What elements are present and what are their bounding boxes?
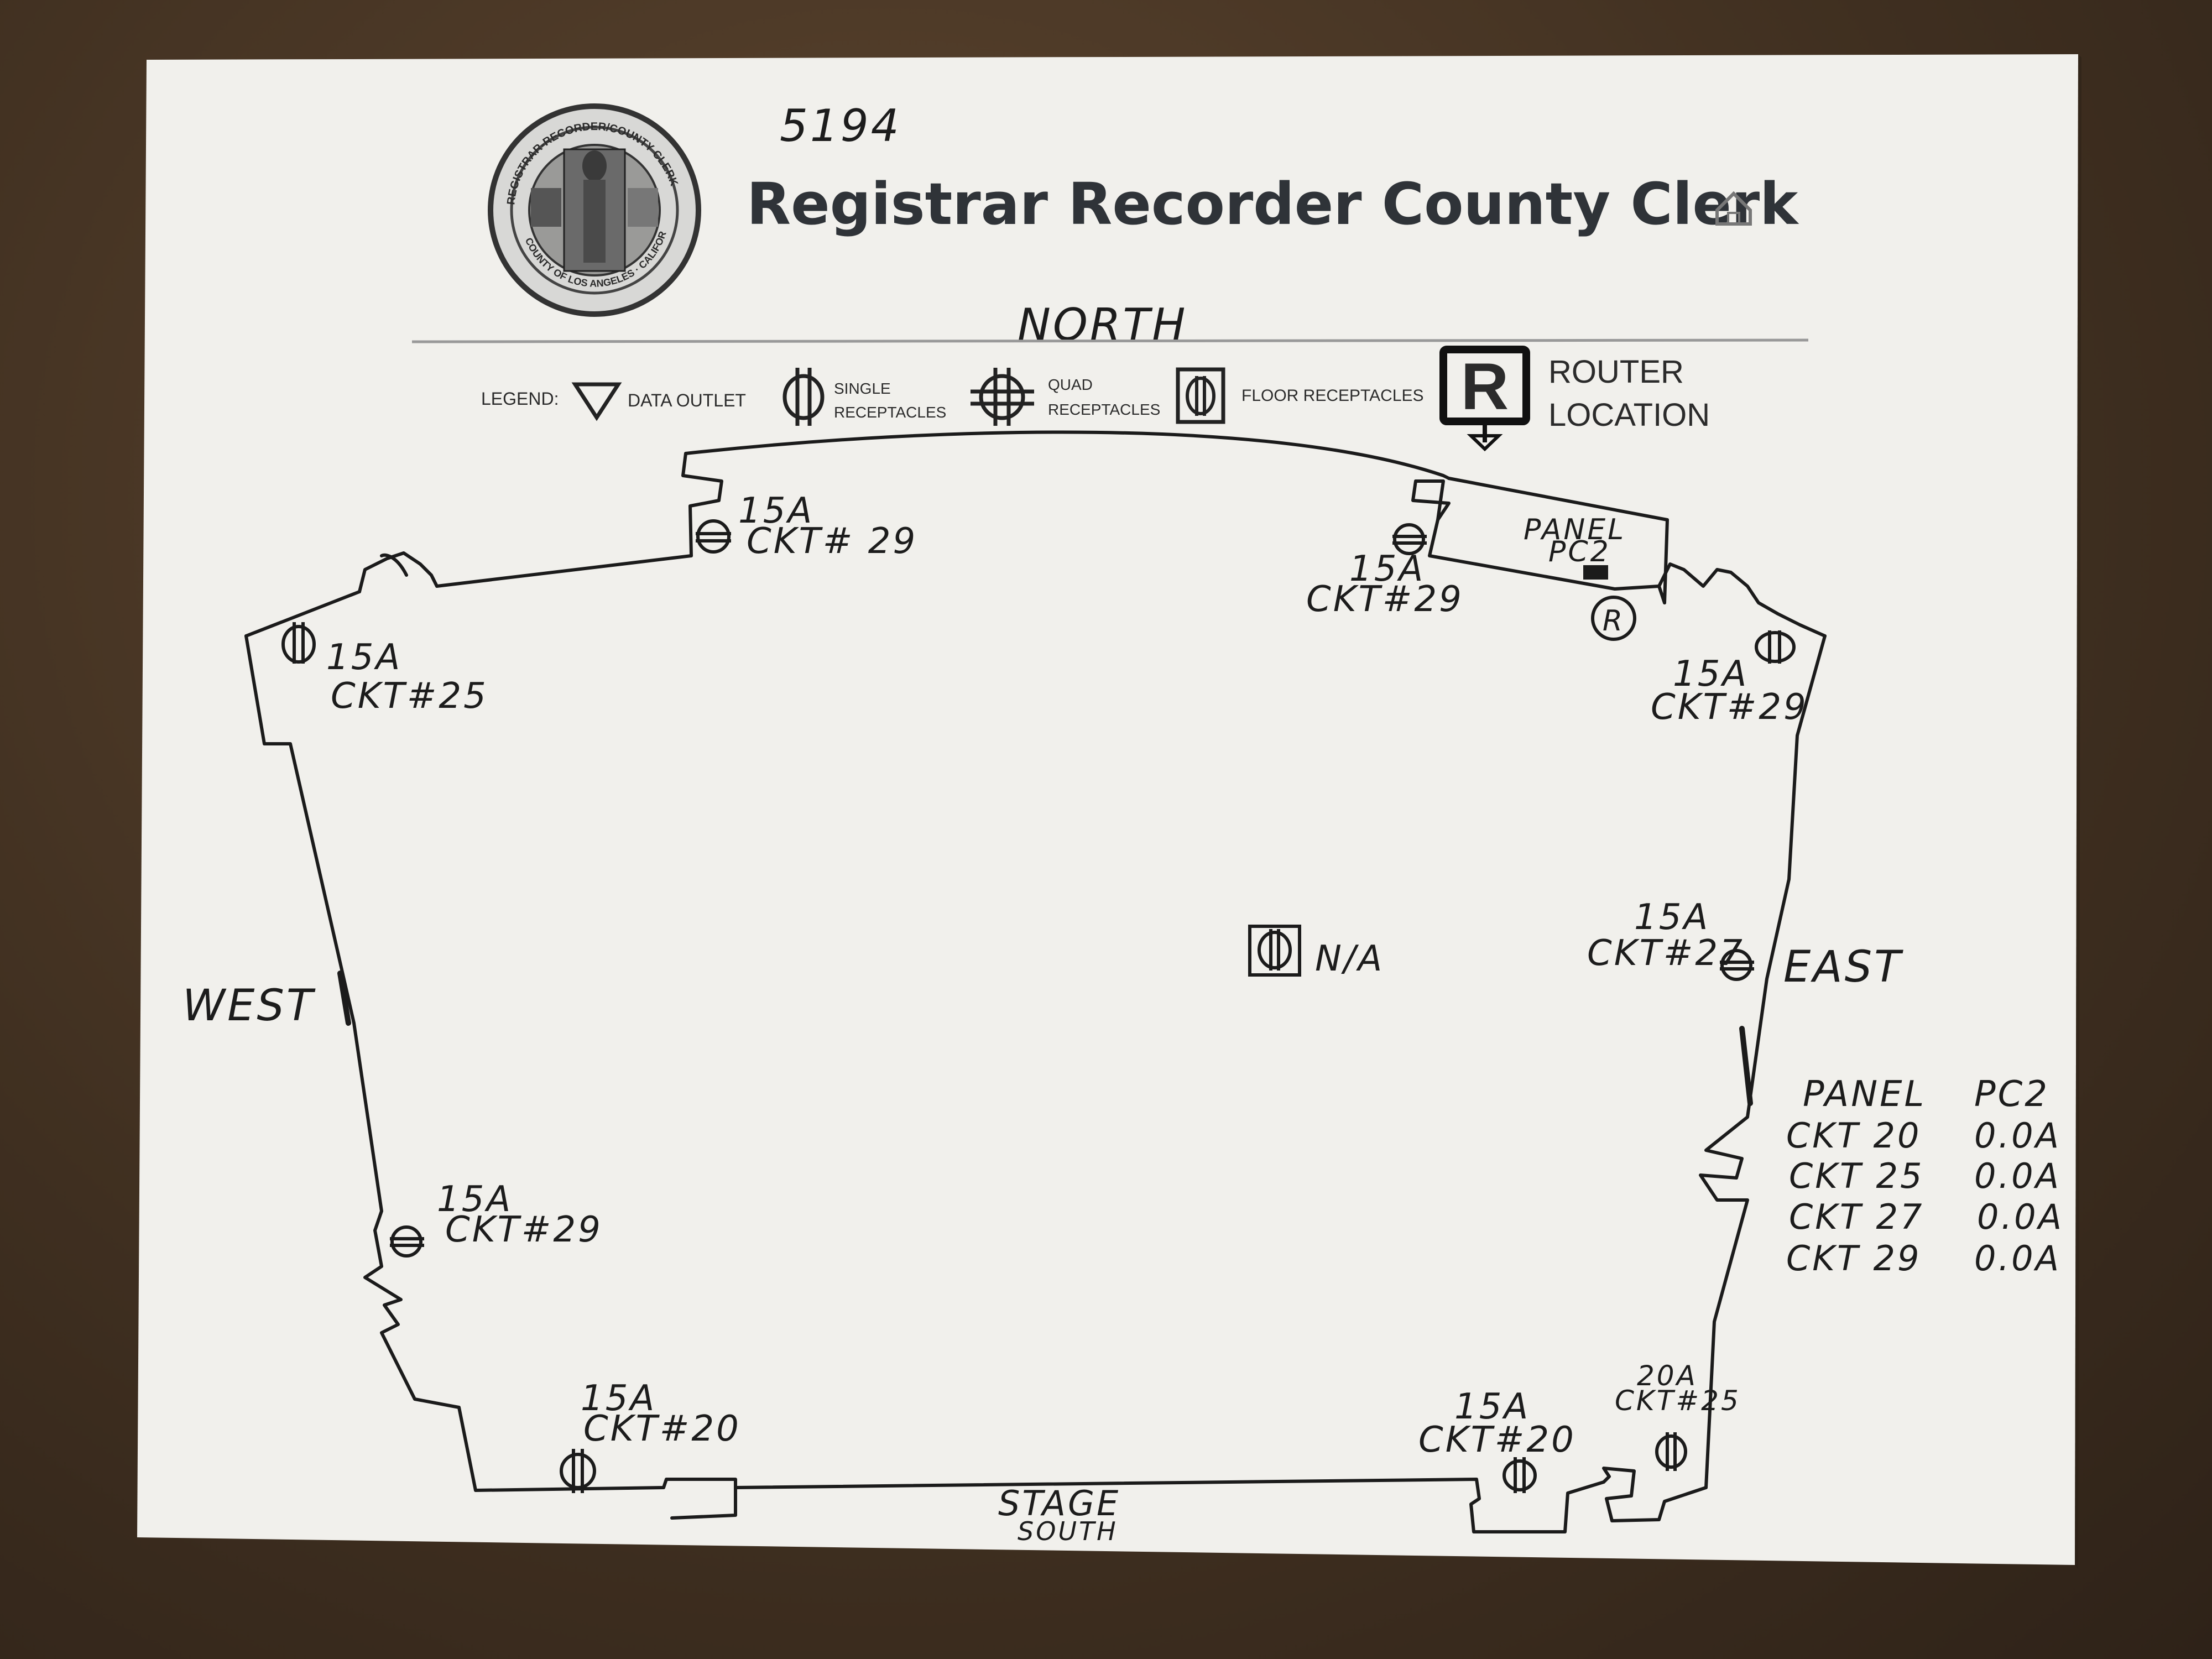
legend-router-1: ROUTER: [1548, 354, 1684, 390]
receptacle-label-north-2: 15A CKT#29: [1306, 549, 1464, 620]
single-receptacle-icon: [782, 368, 825, 426]
svg-text:CKT#20: CKT#20: [583, 1408, 741, 1449]
svg-text:PC2: PC2: [1548, 535, 1611, 568]
panel-closet-label: PANEL PC2: [1524, 513, 1626, 568]
receptacle-label-northwest: 15A CKT#25: [326, 637, 488, 717]
south-label-stage: STAGE: [998, 1483, 1120, 1524]
router-marker: [1591, 596, 1636, 641]
legend-quad-1: QUAD: [1048, 376, 1093, 393]
data-outlet-icon: [571, 382, 622, 421]
table-row-load: 0.0A: [1974, 1156, 2061, 1196]
router-marker-label: R: [1603, 604, 1625, 638]
receptacle-label-northeast: 15A CKT#29: [1651, 654, 1808, 728]
table-row-circuit: CKT 29: [1786, 1238, 1921, 1279]
receptacle-symbol: [281, 622, 316, 664]
receptacle-label-east: 15A CKT#27: [1587, 897, 1745, 974]
receptacle-symbol: [696, 519, 731, 554]
svg-text:CKT#29: CKT#29: [445, 1209, 603, 1250]
table-row-load: 0.0A: [1974, 1115, 2061, 1156]
north-label: NORTH: [1018, 299, 1187, 351]
svg-text:15A: 15A: [738, 491, 814, 531]
west-label: WEST: [182, 981, 316, 1031]
receptacle-label-southwest: 15A CKT#29: [437, 1179, 603, 1250]
table-row-load: 0.0A: [1977, 1197, 2064, 1237]
receptacle-symbol: [1503, 1457, 1537, 1493]
receptacle-symbol: [1720, 949, 1754, 981]
receptacle-label-south-west: 15A CKT#20: [581, 1378, 741, 1449]
svg-text:15A: 15A: [1673, 654, 1749, 695]
floor-receptacle-symbol: [1248, 925, 1301, 977]
receptacle-symbol: [1392, 523, 1427, 555]
header-divider: [411, 338, 1809, 343]
receptacle-label-south-east: 15A CKT#20: [1418, 1386, 1576, 1460]
table-row-circuit: CKT 25: [1789, 1156, 1924, 1196]
svg-text:15A: 15A: [1454, 1386, 1530, 1427]
paper-shadow: [2075, 54, 2081, 1569]
panel-table-header-1: PANEL: [1803, 1074, 1926, 1115]
paper-sheet: [137, 54, 2078, 1565]
svg-text:15A: 15A: [1634, 897, 1710, 938]
home-icon[interactable]: [1715, 191, 1752, 226]
legend-quad-2: RECEPTACLES: [1048, 401, 1160, 418]
legend-data-outlet: DATA OUTLET: [628, 390, 746, 410]
quad-receptacle-icon: [971, 368, 1034, 426]
floor-receptacle-icon: [1176, 367, 1225, 424]
svg-text:CKT#29: CKT#29: [1651, 687, 1808, 728]
receptacle-symbol: [560, 1449, 596, 1493]
receptacle-label-north-1: 15A CKT# 29: [738, 491, 917, 562]
table-row-circuit: CKT 27: [1789, 1197, 1924, 1237]
receptacle-symbol: [390, 1225, 424, 1258]
svg-text:15A: 15A: [326, 637, 402, 678]
panel-load-table: PANEL PC2 CKT 20 0.0A CKT 25 0.0A CKT 27…: [1786, 1074, 2064, 1279]
svg-text:15A: 15A: [1349, 549, 1425, 589]
legend-floor: FLOOR RECEPTACLES: [1241, 387, 1424, 405]
router-icon-glyph: R: [1461, 349, 1509, 424]
svg-text:PANEL: PANEL: [1524, 513, 1626, 546]
router-icon: R: [1439, 346, 1530, 452]
legend-single-2: RECEPTACLES: [834, 404, 946, 421]
svg-text:20A: 20A: [1637, 1360, 1698, 1392]
svg-text:CKT#25: CKT#25: [331, 676, 488, 717]
svg-text:15A: 15A: [437, 1179, 513, 1220]
south-label: SOUTH: [1018, 1516, 1118, 1546]
svg-text:CKT#20: CKT#20: [1418, 1420, 1576, 1460]
receptacle-symbol: [1655, 1432, 1687, 1471]
floor-receptacle-note: N/A: [1315, 938, 1384, 979]
table-row-load: 0.0A: [1974, 1238, 2061, 1279]
svg-text:CKT#27: CKT#27: [1587, 933, 1745, 974]
east-label: EAST: [1783, 942, 1903, 992]
svg-text:CKT#29: CKT#29: [1306, 579, 1464, 620]
legend-router-2: LOCATION: [1548, 397, 1710, 433]
table-row-circuit: CKT 20: [1786, 1115, 1921, 1156]
receptacle-symbol: [1755, 630, 1796, 664]
svg-text:CKT# 29: CKT# 29: [747, 521, 917, 562]
room-outline: [244, 430, 1827, 1533]
legend-single-1: SINGLE: [834, 380, 891, 397]
receptacle-label-southeast-corner: 20A CKT#25: [1615, 1360, 1741, 1417]
svg-text:CKT#25: CKT#25: [1615, 1385, 1741, 1417]
page-title: Registrar Recorder County Clerk: [747, 170, 1799, 238]
sheet-number: 5194: [780, 100, 901, 152]
legend: LEGEND: DATA OUTLET SINGLE RECEPTACLES Q…: [481, 346, 1710, 452]
legend-label: LEGEND:: [481, 389, 559, 409]
panel-table-header-2: PC2: [1974, 1074, 2049, 1115]
svg-text:15A: 15A: [581, 1378, 656, 1419]
